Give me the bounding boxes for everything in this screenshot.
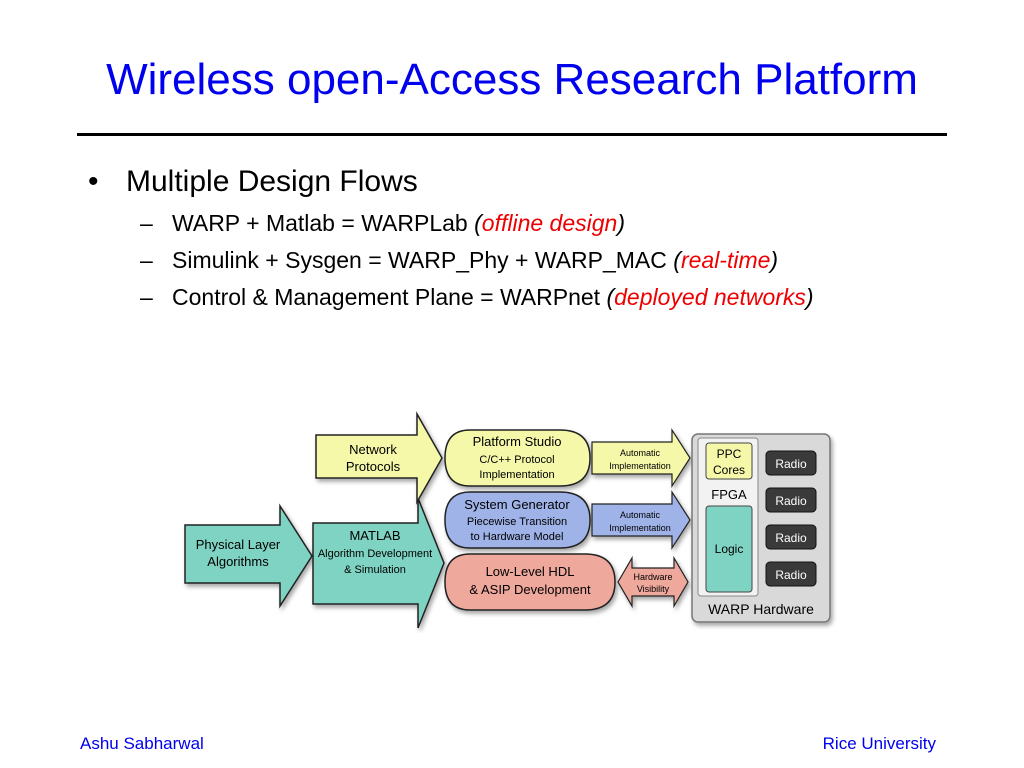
network-protocols-arrow: Network Protocols xyxy=(315,411,443,505)
footer-author: Ashu Sabharwal xyxy=(80,734,204,753)
system-generator-line3: to Hardware Model xyxy=(471,531,564,543)
auto-impl-2-line1: Automatic xyxy=(620,510,661,520)
warp-hardware-box: PPC Cores FPGA Logic Radio Radio Radio R… xyxy=(691,433,831,623)
warp-hardware-label: WARP Hardware xyxy=(708,601,814,617)
radio-label-3: Radio xyxy=(775,531,807,545)
low-level-hdl-line1: Low-Level HDL xyxy=(486,564,575,579)
physical-layer-line1: Physical Layer xyxy=(196,537,281,552)
footer-institution: Rice University xyxy=(822,734,936,753)
auto-impl-1-line2: Implementation xyxy=(609,461,671,471)
paren-open: ( xyxy=(673,247,681,273)
sub-bullet-text: WARP + Matlab = WARPLab xyxy=(172,210,475,236)
sub-bullet-emphasis: real-time xyxy=(680,247,771,273)
sub-bullet-warplab: –WARP + Matlab = WARPLab (offline design… xyxy=(140,207,862,239)
ppc-cores-line2: Cores xyxy=(713,463,745,477)
fpga-label: FPGA xyxy=(711,487,747,502)
system-generator-line2: Piecewise Transition xyxy=(467,516,567,528)
radio-label-4: Radio xyxy=(775,568,807,582)
bullet-main-text: Multiple Design Flows xyxy=(126,165,418,198)
hardware-visibility-arrow: Hardware Visibility xyxy=(617,555,689,609)
matlab-arrow: MATLAB Algorithm Development & Simulatio… xyxy=(312,497,445,629)
radio-label-1: Radio xyxy=(775,457,807,471)
paren-close: ) xyxy=(805,284,814,310)
matlab-title: MATLAB xyxy=(349,528,400,543)
low-level-hdl-line2: & ASIP Development xyxy=(469,582,591,597)
physical-layer-line2: Algorithms xyxy=(207,554,269,569)
sub-bullet-text: Simulink + Sysgen = WARP_Phy + WARP_MAC xyxy=(172,247,674,273)
title-divider xyxy=(77,133,947,136)
logic-label: Logic xyxy=(715,542,744,556)
bullet-dot-icon: • xyxy=(88,165,99,198)
auto-impl-arrow-1: Automatic Implementation xyxy=(591,427,691,489)
radio-label-2: Radio xyxy=(775,494,807,508)
matlab-line3: & Simulation xyxy=(344,564,406,576)
platform-studio-title: Platform Studio xyxy=(473,434,562,449)
platform-studio-line3: Implementation xyxy=(479,469,554,481)
sub-bullet-text: Control & Management Plane = WARPnet xyxy=(172,284,607,310)
paren-open: ( xyxy=(606,284,615,310)
auto-impl-arrow-2: Automatic Implementation xyxy=(591,489,691,551)
sub-bullet-warpnet: –Control & Management Plane = WARPnet (d… xyxy=(140,281,862,313)
system-generator-title: System Generator xyxy=(464,497,570,512)
warp-design-flow-diagram: Physical Layer Algorithms MATLAB Algorit… xyxy=(184,411,831,629)
hardware-visibility-line1: Hardware xyxy=(633,572,672,582)
platform-studio-line2: C/C++ Protocol xyxy=(479,454,554,466)
auto-impl-1-line1: Automatic xyxy=(620,448,661,458)
paren-open: ( xyxy=(474,210,482,236)
network-protocols-line2: Protocols xyxy=(346,459,401,474)
paren-close: ) xyxy=(617,210,625,236)
hardware-visibility-line2: Visibility xyxy=(637,584,670,594)
dash-icon: – xyxy=(140,210,153,236)
paren-close: ) xyxy=(770,247,779,273)
bullet-main: • Multiple Design Flows xyxy=(88,162,948,202)
sub-bullet-realtime: –Simulink + Sysgen = WARP_Phy + WARP_MAC… xyxy=(140,244,862,276)
auto-impl-2-line2: Implementation xyxy=(609,523,671,533)
platform-studio-box: Platform Studio C/C++ Protocol Implement… xyxy=(444,429,591,487)
ppc-cores-line1: PPC xyxy=(717,447,742,461)
slide-title: Wireless open-Access Research Platform xyxy=(106,55,918,104)
matlab-line2: Algorithm Development xyxy=(318,548,432,560)
sub-bullet-emphasis: deployed networks xyxy=(614,284,806,310)
network-protocols-line1: Network xyxy=(349,442,397,457)
sub-bullet-emphasis: offline design xyxy=(481,210,618,236)
dash-icon: – xyxy=(140,247,153,273)
dash-icon: – xyxy=(140,284,153,310)
physical-layer-arrow: Physical Layer Algorithms xyxy=(184,503,313,609)
bullet-list: •Multiple Design Flows –WARP + Matlab = … xyxy=(88,162,948,313)
system-generator-box: System Generator Piecewise Transition to… xyxy=(444,491,591,549)
low-level-hdl-box: Low-Level HDL & ASIP Development xyxy=(444,553,616,611)
